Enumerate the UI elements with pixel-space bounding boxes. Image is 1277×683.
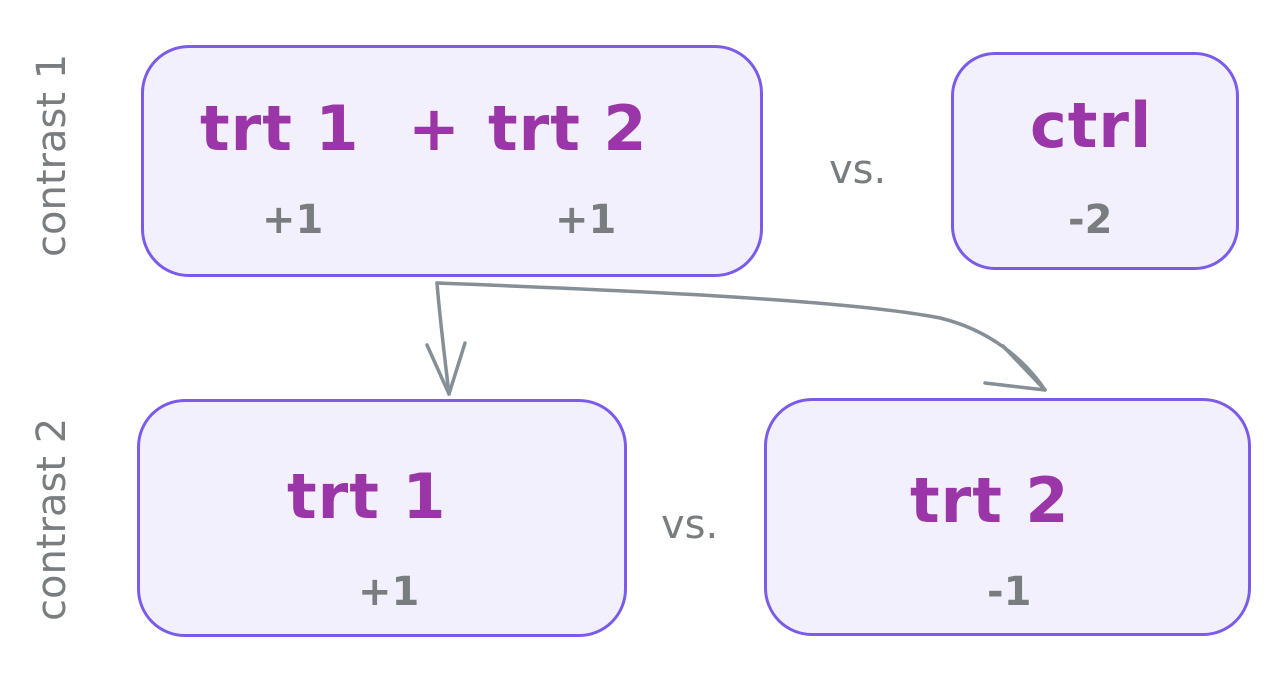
contrast-2-vs-label: vs. [661,502,719,548]
arrowhead-trt2 [983,344,1047,392]
contrast-2-group-a-box [137,399,627,637]
contrast-1-plus-operator: + [408,92,461,165]
contrast-1-ctrl-coefficient: -2 [1068,197,1113,243]
contrast-2-group-b-box [764,398,1251,636]
arrowhead-trt1 [425,341,467,396]
contrast-2-trt2-term: trt 2 [910,464,1070,537]
contrast-1-trt2-coefficient: +1 [555,197,617,243]
contrast-1-ctrl-term: ctrl [1030,89,1153,162]
arrow-to-trt1 [435,281,451,396]
contrast-2-trt1-coefficient: +1 [358,569,420,615]
contrast-2-trt1-term: trt 1 [287,460,447,533]
contrast-1-trt2-term: trt 2 [488,92,648,165]
contrast-1-trt1-coefficient: +1 [262,197,324,243]
contrast-1-trt1-term: trt 1 [200,92,360,165]
contrast-1-group-b-box [951,52,1239,270]
contrast-1-group-a-box [141,45,763,277]
arrow-to-trt2 [435,281,1047,392]
contrast-2-trt2-coefficient: -1 [987,569,1032,615]
contrast-1-vs-label: vs. [829,147,887,193]
